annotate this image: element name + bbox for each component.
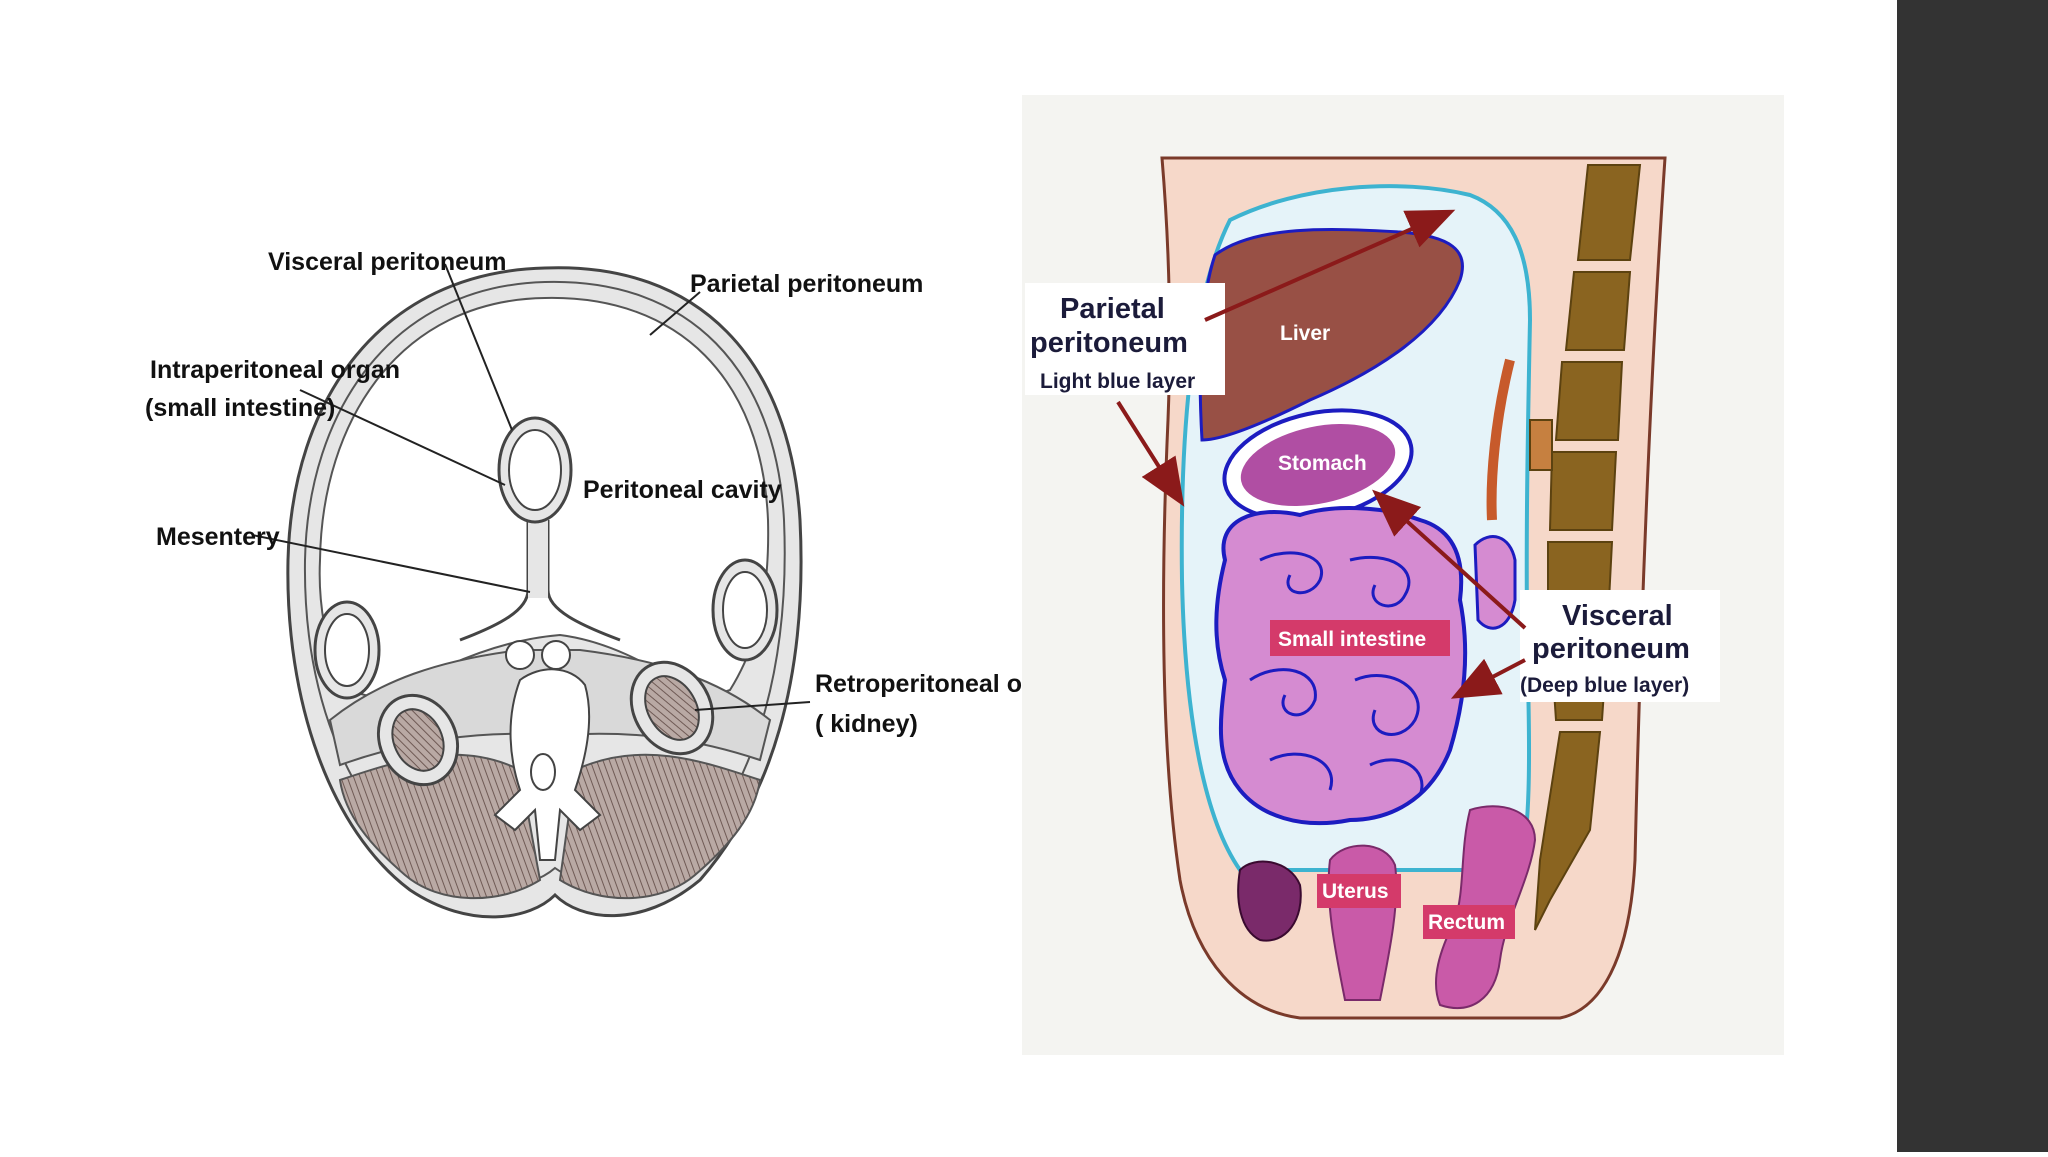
organ-label-rectum: Rectum: [1428, 911, 1505, 934]
label-deep-blue-layer: (Deep blue layer): [1520, 674, 1689, 697]
label-parietal-peritoneum: peritoneum: [1030, 327, 1188, 359]
label-visceral: Visceral: [1562, 600, 1673, 632]
visceral-label-box: [1520, 590, 1720, 702]
colon-segment: [1473, 535, 1517, 630]
vena-cava: [541, 640, 571, 670]
leader-lines: [251, 263, 811, 711]
organ-label-uterus: Uterus: [1322, 880, 1389, 903]
label-intraperitoneal-organ: Intraperitoneal organ: [150, 356, 400, 384]
label-peritoneal-cavity: Peritoneal cavity: [583, 476, 782, 504]
label-light-blue-layer: Light blue layer: [1040, 370, 1195, 393]
label-visceral-peritoneum: peritoneum: [1532, 633, 1690, 665]
back-muscle-right: [558, 753, 762, 900]
spinal-canal: [530, 753, 556, 791]
aorta: [505, 640, 535, 670]
bladder: [1237, 860, 1302, 942]
slide-canvas: Visceral peritoneum Parietal peritoneum …: [145, 95, 1784, 1055]
dark-side-panel: [1897, 0, 2048, 1152]
label-retroperitoneal-organ-sub: ( kidney): [815, 710, 918, 738]
organ-label-stomach: Stomach: [1278, 452, 1367, 475]
small-intestine: [1214, 506, 1468, 826]
organ-label-liver: Liver: [1280, 322, 1330, 345]
right-diagram: Liver Stomach Small intestine Uterus Rec…: [1022, 95, 1784, 1055]
slide: Visceral peritoneum Parietal peritoneum …: [145, 95, 1784, 1055]
intestine-folds: [1249, 551, 1424, 796]
label-intraperitoneal-organ-sub: (small intestine): [145, 394, 335, 422]
parietal-peritoneum-line: [303, 280, 786, 889]
uterus-label-box: [1317, 874, 1401, 908]
label-visceral-peritoneum: Visceral peritoneum: [268, 248, 507, 276]
aorta-right: [1486, 358, 1515, 521]
parietal-label-box: [1025, 283, 1225, 395]
small-intestine-label-box: [1270, 620, 1450, 656]
label-parietal-peritoneum: Parietal peritoneum: [690, 270, 923, 298]
label-mesentery: Mesentery: [156, 523, 280, 551]
left-diagram: Visceral peritoneum Parietal peritoneum …: [145, 248, 1076, 919]
label-parietal: Parietal: [1060, 293, 1165, 325]
annotation-arrows: [1116, 209, 1527, 699]
rectum-label-box: [1423, 905, 1515, 939]
organ-label-small-intestine: Small intestine: [1278, 628, 1426, 651]
liver-label-box: [1265, 315, 1345, 349]
